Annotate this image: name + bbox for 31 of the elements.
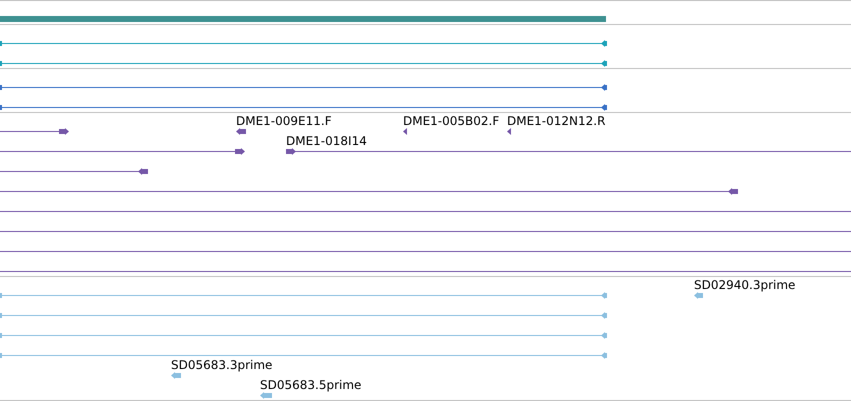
sequence-feature <box>507 114 606 135</box>
feature-line <box>0 268 851 275</box>
sequence-feature <box>260 378 362 399</box>
feature-line <box>0 188 738 195</box>
feature-line <box>0 60 607 67</box>
feature-line <box>0 168 148 175</box>
feature-label: DME1-012N12.R <box>507 114 606 128</box>
feature-line <box>0 148 245 155</box>
feature-line <box>0 208 851 215</box>
feature-bar <box>0 16 606 22</box>
feature-line <box>0 84 607 91</box>
feature-line <box>0 128 69 135</box>
sequence-feature <box>286 134 851 155</box>
sequence-feature <box>694 278 796 299</box>
feature-line <box>0 292 607 299</box>
sequence-feature <box>171 358 272 379</box>
feature-label: DME1-018I14 <box>286 134 368 148</box>
feature-label: DME1-009E11.F <box>236 114 332 128</box>
feature-line <box>0 248 851 255</box>
feature-label: DME1-005B02.F <box>403 114 500 128</box>
feature-label: SD02940.3prime <box>694 278 796 292</box>
feature-label: SD05683.3prime <box>171 358 272 372</box>
feature-line <box>0 104 607 111</box>
feature-line <box>0 228 851 235</box>
feature-line <box>0 332 607 339</box>
sequence-feature <box>403 114 500 135</box>
feature-line <box>0 40 607 47</box>
feature-label: SD05683.5prime <box>260 378 362 392</box>
feature-line <box>0 312 607 319</box>
sequence-feature <box>236 114 332 135</box>
feature-line <box>0 352 607 359</box>
